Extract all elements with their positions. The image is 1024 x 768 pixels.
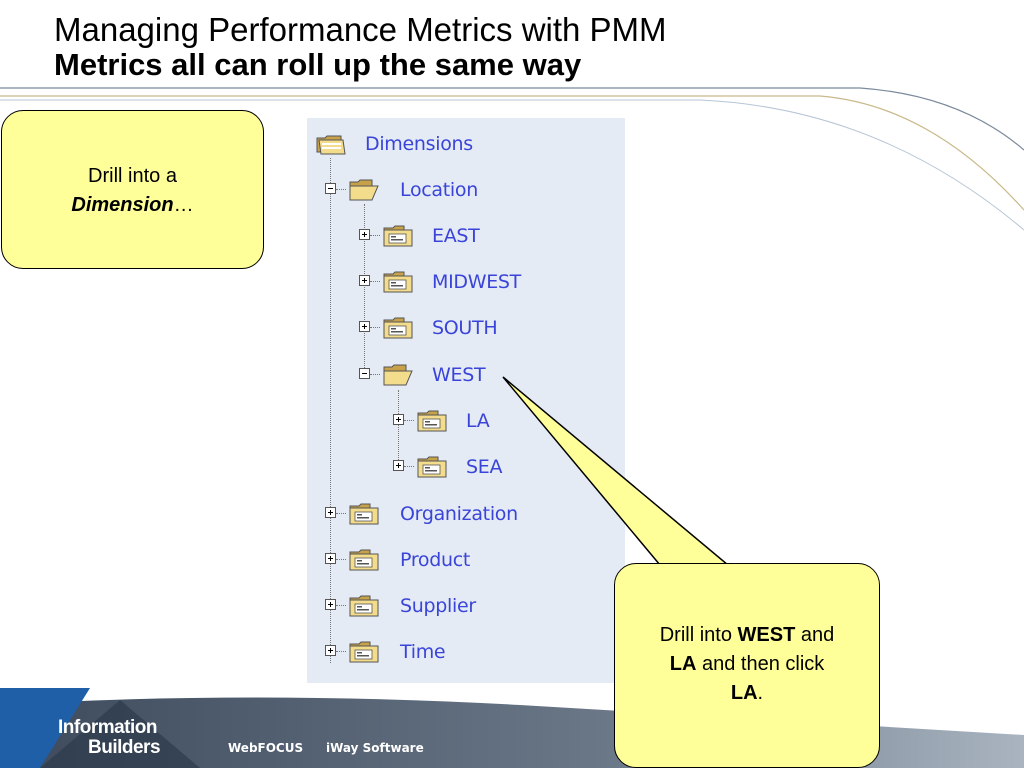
open-folder-icon: [383, 364, 413, 386]
tree-connector: [336, 605, 346, 606]
tree-item-supplier[interactable]: Supplier: [324, 594, 544, 618]
callout-line: Drill into a: [88, 165, 177, 187]
tree-label: Organization: [400, 503, 518, 525]
brand-webfocus: WebFOCUS: [228, 741, 304, 755]
plus-box-icon[interactable]: [359, 321, 370, 332]
tree-item-west[interactable]: WEST: [358, 363, 558, 387]
plus-box-icon[interactable]: [325, 645, 336, 656]
tree-item-south[interactable]: SOUTH: [358, 316, 558, 340]
tree-item-organization[interactable]: Organization: [324, 502, 584, 526]
logo-line-1: Information: [58, 717, 158, 738]
tree-connector: [336, 559, 346, 560]
tree-connector: [398, 390, 399, 466]
callout-text: and then click: [696, 653, 825, 675]
callout-text: Drill into: [659, 624, 738, 646]
tree-label: Supplier: [400, 595, 476, 617]
logo-line-2: Builders: [88, 737, 161, 758]
callout-line: LA and then click: [615, 650, 879, 679]
tree-item-sea[interactable]: SEA: [392, 455, 592, 479]
folder-stack-icon: [316, 135, 346, 155]
callout-line: LA.: [615, 679, 879, 708]
callout-drill-dimension: Drill into a Dimension…: [1, 110, 264, 269]
closed-folder-icon: [417, 456, 447, 478]
closed-folder-icon: [383, 271, 413, 293]
closed-folder-icon: [349, 641, 379, 663]
tree-root-dimensions[interactable]: Dimensions: [315, 132, 515, 156]
tree-label: SEA: [466, 456, 503, 478]
tree-connector: [336, 651, 346, 652]
callout-line: Dimension…: [2, 191, 263, 220]
tree-item-product[interactable]: Product: [324, 548, 544, 572]
closed-folder-icon: [349, 503, 379, 525]
tree-label: LA: [466, 410, 490, 432]
callout-text: and: [795, 624, 835, 646]
tree-connector: [330, 158, 331, 663]
tree-connector: [370, 374, 380, 375]
tree-label: WEST: [432, 364, 486, 386]
information-builders-logo: Information Builders: [58, 717, 161, 758]
slide-title-area: Managing Performance Metrics with PMM Me…: [54, 12, 667, 82]
tree-connector: [336, 513, 346, 514]
callout-line: Drill into WEST and: [615, 621, 879, 650]
callout-text: .: [757, 682, 764, 704]
callout-bold: LA: [669, 653, 697, 675]
tree-label: Location: [400, 179, 478, 201]
closed-folder-icon: [417, 410, 447, 432]
callout-emphasis: Dimension: [71, 194, 174, 216]
open-folder-icon: [349, 179, 379, 201]
plus-box-icon[interactable]: [359, 229, 370, 240]
tree-item-midwest[interactable]: MIDWEST: [358, 270, 558, 294]
tree-item-location[interactable]: Location: [324, 178, 544, 202]
callout-ellipsis: …: [173, 194, 194, 216]
tree-item-east[interactable]: EAST: [358, 224, 558, 248]
tree-label: MIDWEST: [432, 271, 521, 293]
minus-box-icon[interactable]: [325, 183, 336, 194]
tree-label: Dimensions: [365, 133, 473, 155]
closed-folder-icon: [383, 225, 413, 247]
callout-bold: LA: [730, 682, 758, 704]
brand-iway-software: iWay Software: [326, 741, 424, 755]
tree-connector: [370, 235, 380, 236]
plus-box-icon[interactable]: [393, 414, 404, 425]
callout-bold: WEST: [737, 624, 796, 646]
tree-connector: [370, 281, 380, 282]
tree-item-time[interactable]: Time: [324, 640, 524, 664]
plus-box-icon[interactable]: [359, 275, 370, 286]
tree-connector: [336, 189, 346, 190]
tree-item-la[interactable]: LA: [392, 409, 592, 433]
dimension-tree: Dimensions Location EAST MIDW: [307, 118, 625, 683]
plus-box-icon[interactable]: [325, 599, 336, 610]
plus-box-icon[interactable]: [325, 507, 336, 518]
callout-drill-west-la: Drill into WEST and LA and then click LA…: [614, 563, 880, 768]
tree-label: Time: [400, 641, 446, 663]
closed-folder-icon: [349, 595, 379, 617]
slide-subtitle: Metrics all can roll up the same way: [54, 47, 582, 82]
slide-title: Managing Performance Metrics with PMM: [54, 11, 667, 48]
tree-label: SOUTH: [432, 317, 498, 339]
closed-folder-icon: [349, 549, 379, 571]
tree-connector: [370, 327, 380, 328]
tree-label: Product: [400, 549, 471, 571]
plus-box-icon[interactable]: [325, 553, 336, 564]
minus-box-icon[interactable]: [359, 368, 370, 379]
tree-connector: [364, 204, 365, 374]
tree-connector: [404, 466, 414, 467]
plus-box-icon[interactable]: [393, 460, 404, 471]
tree-connector: [404, 420, 414, 421]
tree-label: EAST: [432, 225, 480, 247]
closed-folder-icon: [383, 317, 413, 339]
